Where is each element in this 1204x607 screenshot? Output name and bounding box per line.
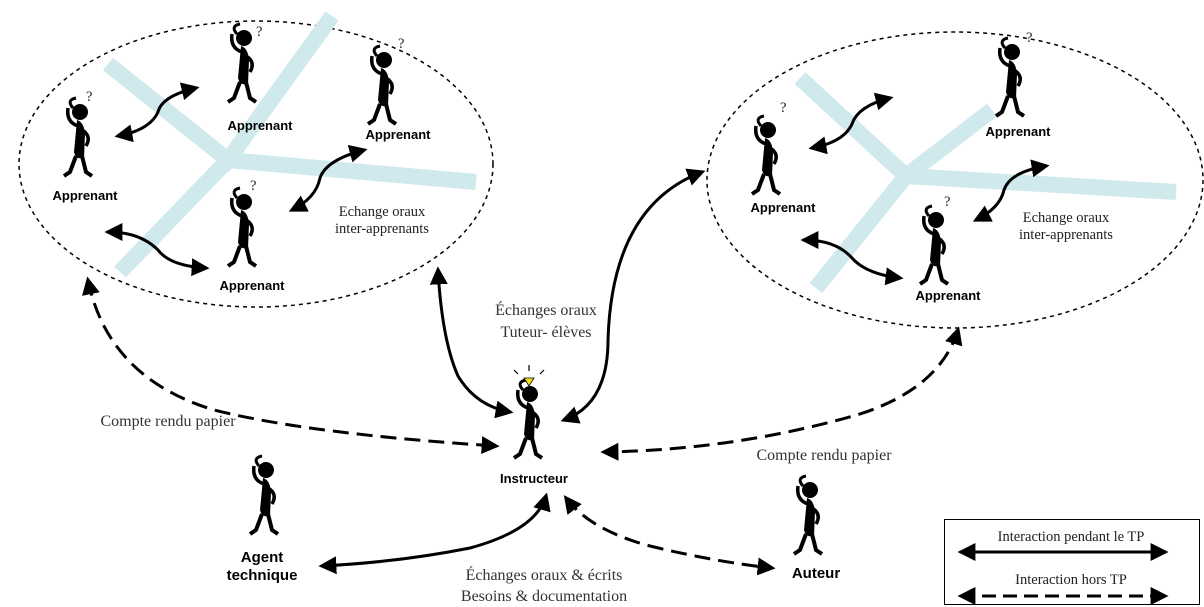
legend-dashed-label: Interaction hors TP [1015, 572, 1127, 588]
technician-figure [248, 454, 280, 536]
oral-exchange-label: Échanges oraux [495, 300, 597, 319]
peer-exchange-arrows [104, 82, 368, 277]
legend-solid-label: Interaction pendant le TP [998, 529, 1145, 545]
learner-label: Apprenant [228, 118, 294, 133]
question-mark: ? [398, 36, 404, 52]
question-mark: ? [250, 178, 256, 194]
learner-figure [62, 96, 94, 178]
peer-exchange-label: inter-apprenants [1019, 227, 1113, 243]
report-left-label: Compte rendu papier [100, 413, 236, 430]
bottom-exchange-label: Échanges oraux & écrits [466, 565, 623, 584]
peer-exchange-label: Echange oraux [1023, 210, 1110, 226]
flow-left-group-instructor [429, 266, 514, 419]
question-mark: ? [780, 100, 786, 116]
question-mark: ? [86, 89, 92, 105]
learner-group-right: ? ? ? Apprenant Apprenant Apprenant Echa… [706, 30, 1204, 329]
learner-label: Apprenant [366, 127, 432, 142]
table-shape [794, 72, 1177, 294]
learner-figure [994, 36, 1026, 118]
learner-figure [918, 204, 950, 286]
question-mark: ? [1026, 30, 1032, 46]
peer-exchange-arrows [800, 92, 1050, 286]
learner-label: Apprenant [916, 288, 982, 303]
legend: Interaction pendant le TP Interaction ho… [944, 519, 1200, 605]
learner-label: Apprenant [986, 124, 1052, 139]
instructor: Instructeur [500, 365, 568, 486]
question-mark: ? [944, 194, 950, 210]
oral-exchange-label: Tuteur- élèves [500, 324, 591, 341]
learner-figure [226, 22, 258, 104]
flow-instructor-author [563, 495, 776, 576]
idea-rays [513, 365, 545, 375]
technician-label: technique [227, 567, 298, 584]
author-figure [792, 474, 824, 556]
author-label: Auteur [792, 565, 840, 582]
question-mark: ? [256, 24, 262, 40]
learner-label: Apprenant [751, 200, 817, 215]
peer-exchange-label: Echange oraux [339, 204, 426, 220]
report-right-label: Compte rendu papier [756, 447, 892, 464]
lightbulb-icon [523, 377, 535, 387]
technician-label: Agent [241, 549, 284, 566]
legend-graphics: Interaction pendant le TP Interaction ho… [957, 529, 1169, 605]
learner-label: Apprenant [220, 278, 286, 293]
learner-figure [366, 44, 398, 126]
author: Auteur [792, 474, 840, 582]
learner-group-left: ? ? ? ? Apprenant Apprenant Apprenant Ap… [18, 11, 494, 308]
flow-arrows [82, 168, 963, 576]
learner-label: Apprenant [53, 188, 119, 203]
flow-report-left [82, 276, 500, 455]
flow-instructor-technician [318, 492, 551, 575]
peer-exchange-label: inter-apprenants [335, 221, 429, 237]
flow-instructor-right-group [560, 168, 706, 424]
learner-figure [226, 186, 258, 268]
bottom-exchange-label: Besoins & documentation [461, 588, 627, 605]
technician: Agent technique [227, 454, 298, 584]
flow-report-right [600, 326, 963, 461]
instructor-figure [512, 378, 544, 460]
group-boundary [18, 20, 494, 308]
instructor-label: Instructeur [500, 471, 568, 486]
learner-figure [750, 114, 782, 196]
